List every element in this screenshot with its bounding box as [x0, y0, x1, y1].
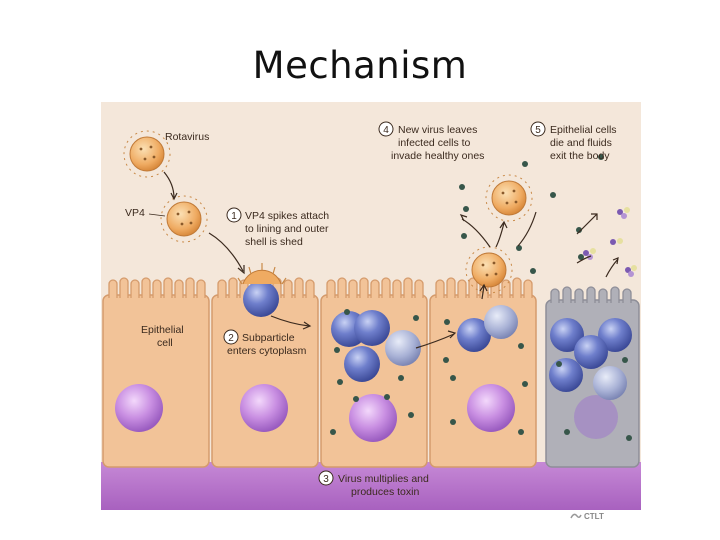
rotavirus-particle	[123, 130, 171, 178]
viral-subparticle	[574, 335, 608, 369]
svg-text:infected cells to: infected cells to	[398, 137, 471, 149]
label-rotavirus: Rotavirus	[165, 131, 209, 143]
epithelial-cell-4	[429, 277, 537, 468]
basement-membrane	[101, 462, 641, 510]
credit-logo-icon	[570, 513, 582, 519]
svg-text:die and fluids: die and fluids	[550, 137, 612, 149]
cell-nucleus	[467, 384, 515, 432]
cell-nucleus	[115, 384, 163, 432]
epithelial-cell-1	[102, 277, 210, 468]
svg-text:4: 4	[383, 125, 389, 136]
svg-text:Virus multiplies and: Virus multiplies and	[338, 473, 429, 485]
flow-arrows	[163, 171, 619, 349]
viral-subparticle	[354, 310, 390, 346]
step-2: 2 Subparticle enters cytoplasm	[223, 329, 307, 357]
viral-subparticle	[550, 318, 584, 352]
slide-title: Mechanism	[252, 44, 468, 87]
cell-nucleus	[349, 394, 397, 442]
svg-text:Subparticle: Subparticle	[242, 332, 295, 344]
viral-subparticle	[344, 346, 380, 382]
image-credit: CTLT	[584, 512, 604, 521]
viral-subparticle	[457, 318, 491, 352]
svg-text:New virus leaves: New virus leaves	[398, 124, 477, 136]
viral-subparticle	[484, 305, 518, 339]
viral-subparticle	[243, 281, 279, 317]
svg-text:1: 1	[231, 211, 237, 222]
rotavirus-mechanism-diagram: Rotavirus VP4 Epithelial cell 1 VP4 spik…	[101, 102, 641, 510]
step-1: 1 VP4 spikes attach to lining and outer …	[226, 207, 329, 248]
rotavirus-particle	[465, 246, 513, 294]
label-epithelial-cell: cell	[157, 337, 173, 349]
viral-subparticle	[593, 366, 627, 400]
fluid-droplets	[583, 207, 637, 277]
svg-text:produces toxin: produces toxin	[351, 486, 419, 498]
viral-subparticle	[549, 358, 583, 392]
step-3: 3 Virus multiplies and produces toxin	[318, 470, 429, 498]
svg-text:exit the body: exit the body	[550, 150, 610, 162]
svg-text:3: 3	[323, 474, 329, 485]
viral-subparticle	[385, 330, 421, 366]
svg-text:shell is shed: shell is shed	[245, 236, 303, 248]
rotavirus-particle	[160, 195, 208, 243]
viral-subparticle	[598, 318, 632, 352]
svg-text:to lining and outer: to lining and outer	[245, 223, 329, 235]
label-vp4: VP4	[125, 207, 145, 219]
rotavirus-particle-attaching	[237, 263, 287, 285]
cell-nucleus	[240, 384, 288, 432]
svg-text:5: 5	[535, 125, 541, 136]
svg-text:enters cytoplasm: enters cytoplasm	[227, 345, 307, 357]
cell-nucleus	[574, 395, 618, 439]
rotavirus-particle	[485, 174, 533, 222]
svg-text:VP4 spikes attach: VP4 spikes attach	[245, 210, 329, 222]
svg-text:invade healthy ones: invade healthy ones	[391, 150, 484, 162]
step-5: 5 Epithelial cells die and fluids exit t…	[530, 121, 617, 162]
svg-text:2: 2	[228, 333, 234, 344]
step-4: 4 New virus leaves infected cells to inv…	[378, 121, 484, 162]
svg-text:Epithelial cells: Epithelial cells	[550, 124, 617, 136]
label-epithelial-cell: Epithelial	[141, 324, 184, 336]
small-virions	[330, 154, 632, 441]
